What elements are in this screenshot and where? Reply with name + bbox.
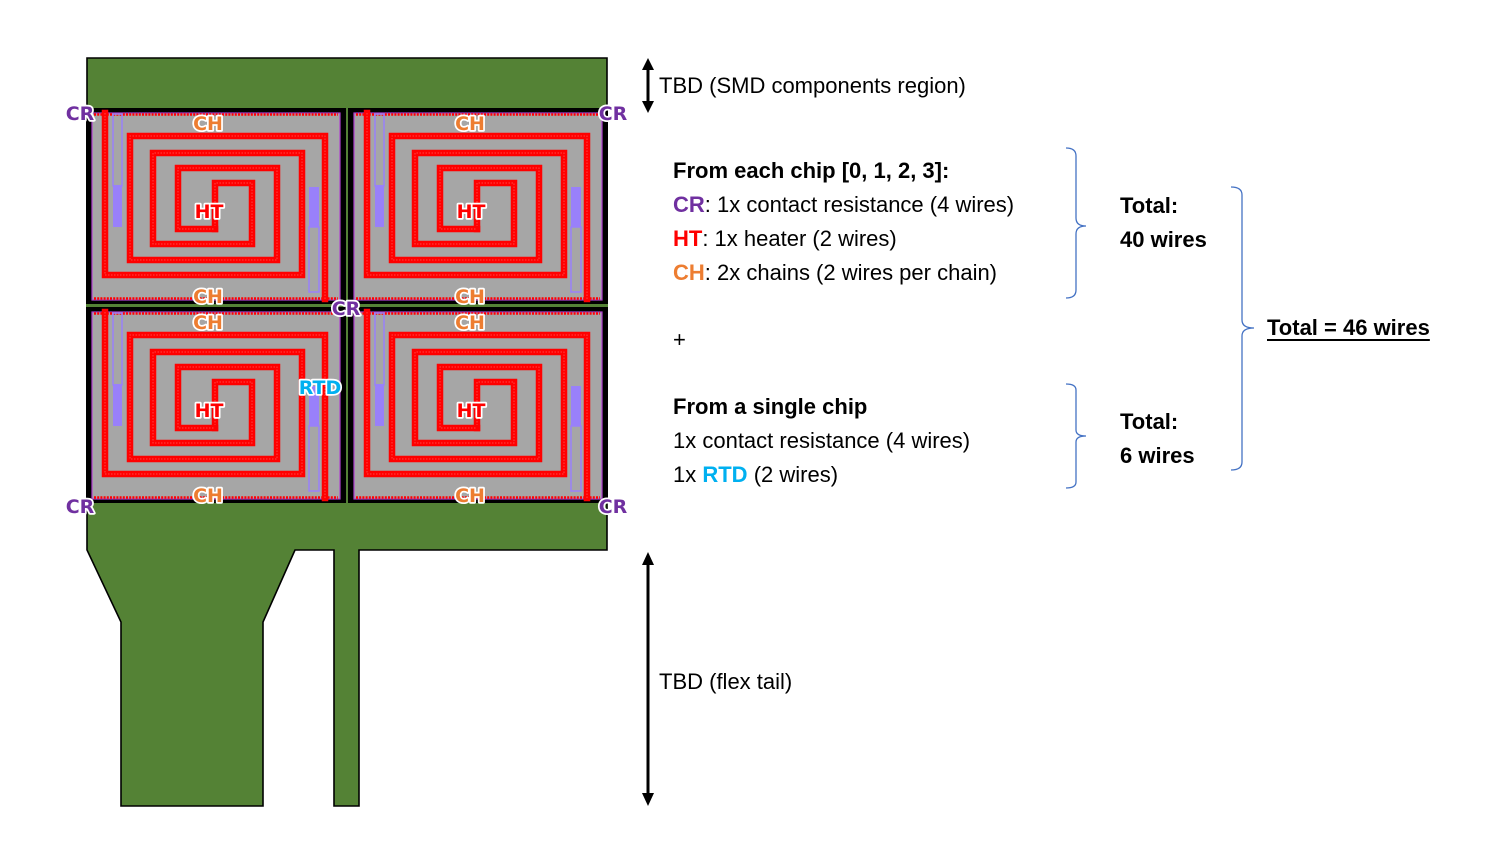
cr-label-center: CR [332,298,361,320]
cr-pad-right [571,187,581,227]
cr-tag: CR [673,192,705,217]
heater-label: HT [457,201,486,223]
heater-label: HT [195,400,224,422]
rtd-prefix: 1x [673,462,703,487]
heater-trace-texture [129,334,326,498]
chip-2 [86,307,346,503]
cr-pad-right [309,187,319,227]
cr-label-top-right: CR [599,103,628,125]
bracket-single-chip [1065,383,1087,489]
flex-tail-dimension-arrow [642,552,654,806]
each-chip-heading: From each chip [0, 1, 2, 3]: [673,158,950,183]
flex-tail-label: TBD (flex tail) [659,669,793,694]
cr-pad-outline-right [570,226,582,293]
smd-region-label: TBD (SMD components region) [659,73,966,98]
heater-trace-texture [391,334,588,498]
chain-label-bottom: CH [455,286,485,308]
rtd-tag: RTD [702,462,748,487]
cr-pad-right [309,386,319,426]
each-chip-total-value: 40 wires [1120,227,1207,252]
heater-label: HT [457,400,486,422]
heater-trace-texture [366,113,565,276]
labels-layer: HT CH CH HT CH CH HT CH CH RTD HT CH CH CR CR CR CR CR [64,101,629,520]
chip-3 [348,307,608,503]
chip-1 [348,108,608,304]
cr-pad-left [375,185,384,227]
bracket-each-chip [1065,147,1087,299]
cr-pad-outline-right [308,425,320,492]
chip-0 [86,108,346,304]
rtd-label: RTD [299,377,342,399]
ht-desc: : 1x heater (2 wires) [702,226,897,251]
cr-pad-left [113,185,122,227]
each-chip-total-label: Total: [1120,193,1179,218]
heater-trace-texture [391,135,588,299]
each-chip-item-cr: CR: 1x contact resistance (4 wires) [673,188,1014,222]
smd-region-dimension-arrow [642,58,654,113]
chain-label-top: CH [455,113,485,135]
rtd-suffix: (2 wires) [747,462,839,487]
chain-label-bottom: CH [455,485,485,507]
chain-label-top: CH [455,312,485,334]
ch-tag: CH [673,260,705,285]
heater-trace-texture [129,135,326,299]
each-chip-item-ht: HT: 1x heater (2 wires) [673,222,1014,256]
single-chip-total-label: Total: [1120,409,1179,434]
single-chip-heading: From a single chip [673,394,868,419]
each-chip-block: From each chip [0, 1, 2, 3]: CR: 1x cont… [673,154,1014,290]
single-chip-line-cr: 1x contact resistance (4 wires) [673,428,971,453]
ht-tag: HT [673,226,703,251]
cr-label-bottom-right: CR [599,496,628,518]
heater-trace-texture [104,312,303,475]
chain-label-bottom: CH [193,485,223,507]
cr-pad-outline-right [570,425,582,492]
bracket-grand-total [1230,186,1255,471]
chain-label-bottom: CH [193,286,223,308]
cr-label-top-left: CR [66,103,95,125]
chain-label-top: CH [193,312,223,334]
heater-trace-texture [366,312,565,475]
single-chip-line-rtd: 1x RTD (2 wires) [673,458,970,492]
cr-pad-left [375,384,384,426]
chips-layer [86,108,608,503]
cr-desc: : 1x contact resistance (4 wires) [704,192,1015,217]
cr-pad-outline-right [308,226,320,293]
cr-pad-left [113,384,122,426]
heater-label: HT [195,201,224,223]
cr-pad-right [571,386,581,426]
cr-label-bottom-left: CR [66,496,95,518]
chip-gap-horizontal [86,304,608,307]
plus-sign: + [673,327,686,352]
heater-trace-texture [104,113,303,276]
chain-label-top: CH [193,113,223,135]
single-chip-block: From a single chip 1x contact resistance… [673,390,970,492]
single-chip-total-value: 6 wires [1120,443,1195,468]
ch-desc: : 2x chains (2 wires per chain) [704,260,998,285]
grand-total: Total = 46 wires [1267,315,1430,340]
each-chip-item-ch: CH: 2x chains (2 wires per chain) [673,256,1014,290]
